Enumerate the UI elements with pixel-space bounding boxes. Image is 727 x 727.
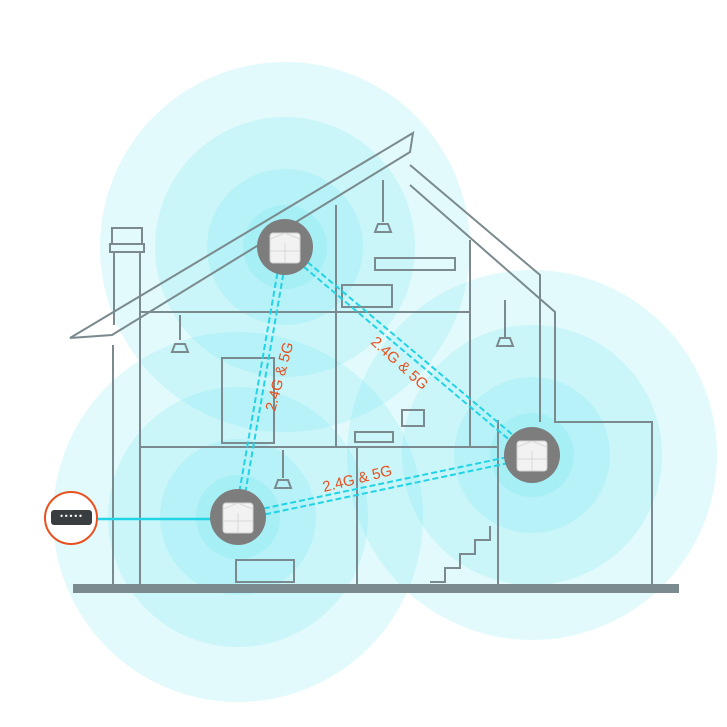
shelf: [374, 257, 456, 271]
sofa: [235, 559, 295, 583]
lamp-3: [495, 300, 515, 347]
chimney-cap: [109, 243, 145, 253]
link-line: [234, 246, 284, 517]
lamp-1: [170, 315, 190, 353]
stairs: [430, 526, 491, 583]
lamp-4: [273, 450, 293, 489]
lamp-2: [373, 180, 393, 233]
node-bottom: [210, 489, 266, 545]
bed: [341, 284, 393, 308]
deco-unit-detail: [222, 502, 254, 533]
link-line: [239, 247, 289, 518]
links: [234, 243, 535, 521]
roof-left: [69, 131, 415, 339]
node-right: [504, 427, 560, 483]
ground: [73, 584, 679, 593]
modem-lights: •••••: [59, 512, 83, 521]
modem: •••••: [44, 491, 98, 545]
link-line: [238, 456, 533, 521]
mesh-nodes: [210, 219, 560, 545]
node-top: [257, 219, 313, 275]
modem-icon: [51, 510, 92, 525]
roof-right-inner: [409, 164, 541, 422]
coverage-zones: [53, 62, 717, 702]
house-outline: [69, 131, 653, 588]
tv-stand: [354, 431, 394, 443]
deco-unit-detail: [516, 440, 548, 471]
monitor: [401, 409, 425, 427]
deco-unit-detail: [269, 232, 301, 263]
roof-right: [409, 184, 653, 588]
link-line: [237, 451, 532, 516]
